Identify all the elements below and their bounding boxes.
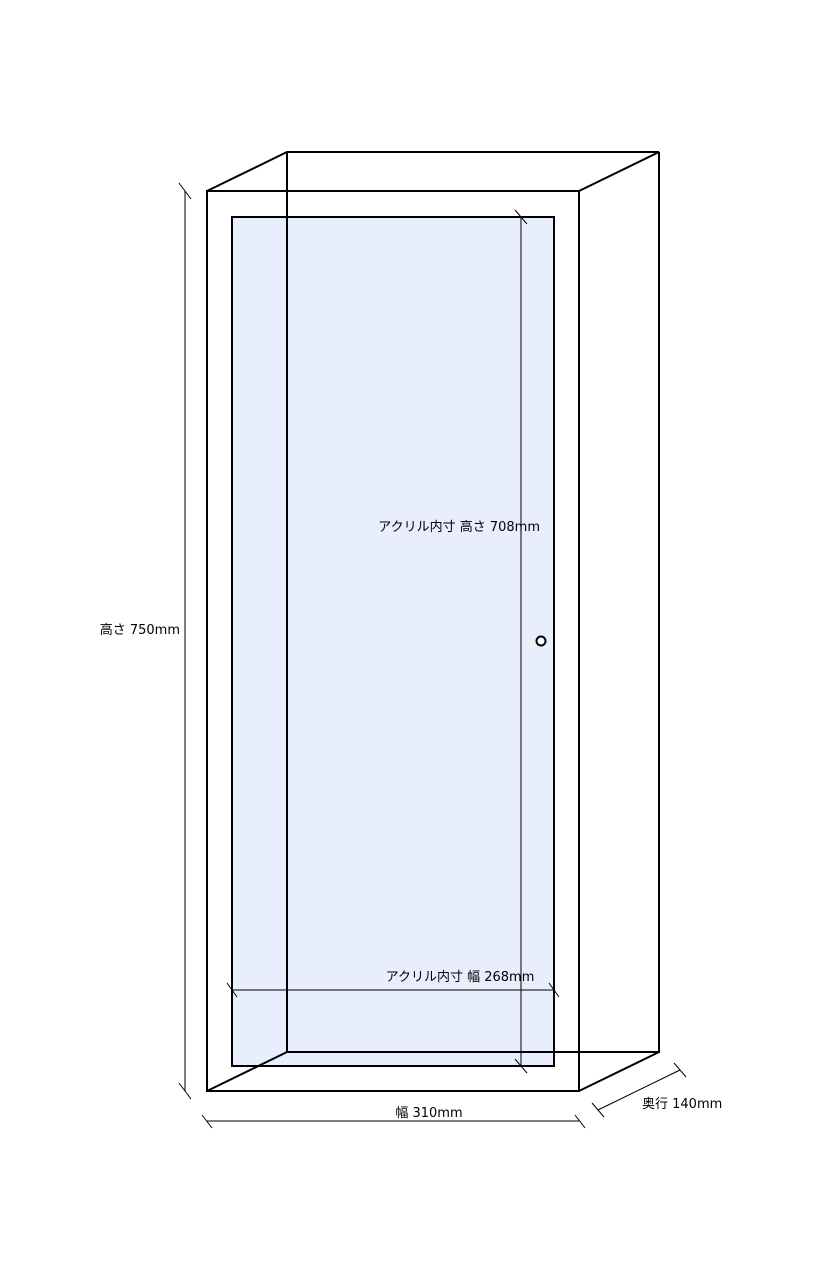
width-label: 幅 310mm <box>395 1106 462 1121</box>
cabinet-top-face <box>206 151 660 192</box>
cabinet-front-face <box>206 190 580 1092</box>
depth-dimension <box>591 1062 687 1118</box>
depth-label: 奥行 140mm <box>642 1097 722 1112</box>
cabinet-right-face <box>578 152 660 1092</box>
acrylic-width-dimension <box>226 982 560 998</box>
height-dimension <box>178 182 192 1100</box>
height-label: 高さ 750mm <box>100 622 180 638</box>
width-dimension <box>201 1114 586 1129</box>
door-knob <box>535 635 547 647</box>
cabinet-bottom-left-edge <box>206 1051 288 1092</box>
acrylic-height-dimension <box>514 209 528 1074</box>
acrylic-panel <box>231 216 555 1067</box>
acrylic-height-label: アクリル内寸 高さ 708mm <box>378 519 540 535</box>
acrylic-width-label: アクリル内寸 幅 268mm <box>386 969 535 985</box>
